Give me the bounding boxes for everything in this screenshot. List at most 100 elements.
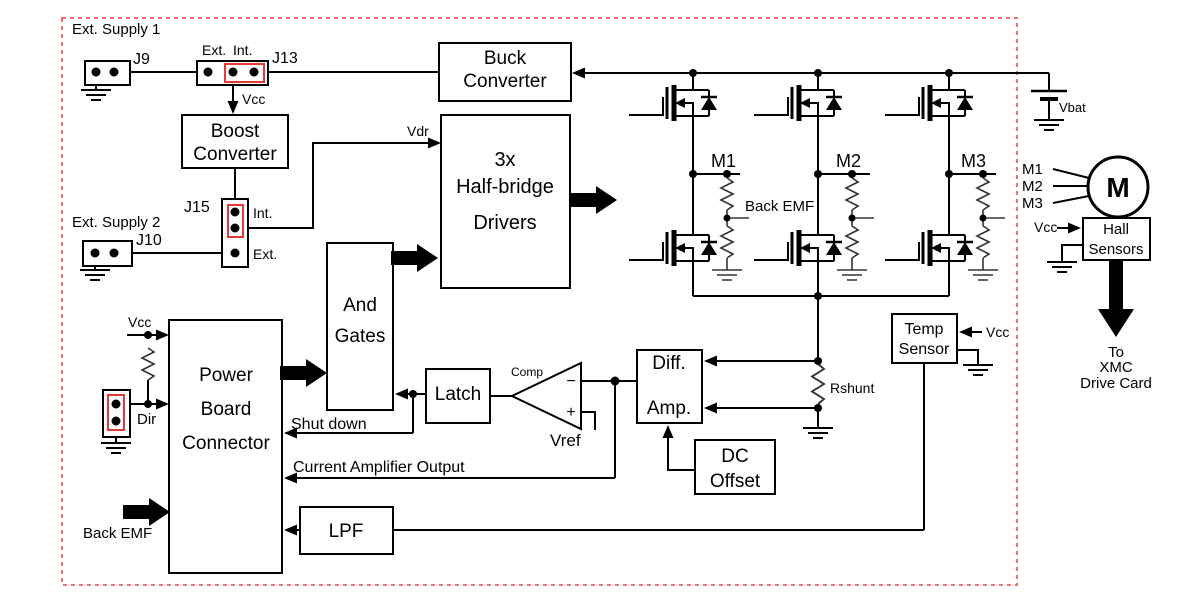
arrowhead — [959, 326, 972, 338]
ground-symbol — [100, 442, 132, 454]
tempsensor-title-line1: Temp — [904, 321, 943, 338]
bus-arrow-hall-to-xmc — [1098, 261, 1134, 337]
back-emf-divider-1 — [712, 174, 749, 280]
mosfet-high-side-1 — [629, 85, 717, 121]
connector-pin — [230, 207, 240, 217]
drivers-title-line3: Drivers — [473, 212, 536, 234]
labels: Ext. Supply 1 J9 Ext. Int. J13 Vcc Boost… — [72, 21, 1152, 542]
and-gates-box — [326, 242, 394, 411]
label-temp-vcc: Vcc — [986, 324, 1009, 340]
motor-symbol: M — [1106, 172, 1129, 203]
connector-pin — [109, 67, 119, 77]
junction-dot — [689, 170, 697, 178]
power-board-connector-box — [168, 319, 283, 574]
connector-pin — [249, 67, 259, 77]
label-dir: Dir — [137, 411, 156, 428]
connector-pin — [91, 67, 101, 77]
arrowhead — [395, 388, 408, 400]
dc-offset-box — [694, 439, 776, 495]
label-j10: J10 — [136, 232, 162, 249]
boost-title-line1: Boost — [211, 121, 260, 142]
label-vref: Vref — [550, 431, 581, 450]
drivers-title-line1: 3x — [494, 149, 515, 171]
comparator-minus: − — [566, 373, 575, 390]
bus-arrow-connector-to-andgates — [280, 359, 327, 387]
connector-pin — [90, 248, 100, 258]
arrowhead — [428, 137, 441, 149]
j15-pin-highlight — [227, 204, 244, 238]
mosfet-low-side-3 — [885, 230, 973, 266]
connector-pin — [111, 399, 121, 409]
andgates-title-line2: Gates — [335, 326, 386, 347]
diffamp-title-line2: Amp. — [647, 398, 691, 419]
junction-dot — [814, 357, 822, 365]
label-phase-m2: M2 — [836, 151, 861, 171]
arrowhead — [704, 355, 717, 367]
label-j13: J13 — [272, 50, 298, 67]
wire — [716, 296, 819, 428]
arrowhead — [156, 329, 169, 341]
label-to-xmc-line3: Drive Card — [1080, 375, 1152, 392]
label-motor-m1: M1 — [1022, 161, 1043, 178]
boost-converter-box — [181, 114, 289, 169]
label-back-emf-input: Back EMF — [83, 525, 152, 542]
label-dir-vcc: Vcc — [128, 314, 151, 330]
junction-dot — [945, 170, 953, 178]
label-rshunt: Rshunt — [830, 380, 874, 396]
board-boundary — [61, 17, 1018, 586]
junction-dot — [409, 390, 417, 398]
bus-arrow-andgates-to-drivers — [391, 244, 438, 272]
label-vdr: Vdr — [407, 123, 429, 139]
label-motor-m3: M3 — [1022, 195, 1043, 212]
ground-symbol — [80, 89, 112, 101]
connector-pin — [111, 416, 121, 426]
junction-dot — [144, 331, 152, 339]
drivers-title-line2: Half-bridge — [456, 176, 554, 198]
diff-amp-box — [636, 349, 703, 424]
wire — [1052, 168, 1090, 262]
temp-sensor-box — [891, 313, 958, 364]
label-phase-m1: M1 — [711, 151, 736, 171]
bus-arrows — [123, 186, 1134, 526]
junction-dot — [814, 292, 822, 300]
mosfet-high-side-3 — [885, 85, 973, 121]
dir-pin-highlight — [107, 394, 125, 431]
wire — [286, 380, 637, 479]
latch-box — [425, 368, 491, 424]
back-emf-divider-2 — [837, 174, 874, 280]
label-to-xmc-line2: XMC — [1099, 359, 1133, 376]
mosfet-low-side-2 — [754, 230, 842, 266]
connector-pin — [228, 67, 238, 77]
junction-dot — [945, 69, 953, 77]
diffamp-title-line1: Diff. — [652, 353, 685, 374]
hall-sensors-box — [1082, 217, 1151, 261]
pullup-resistor — [141, 347, 155, 381]
junction-dot — [848, 170, 856, 178]
junction-dot — [723, 170, 731, 178]
label-hall-vcc: Vcc — [1034, 219, 1057, 235]
label-j13-vcc: Vcc — [242, 91, 265, 107]
junction-dot — [144, 400, 152, 408]
label-ext-supply-2: Ext. Supply 2 — [72, 214, 160, 231]
buck-converter-box — [438, 42, 572, 102]
ground-symbol — [802, 427, 834, 439]
connector-pin — [203, 67, 213, 77]
arrowhead — [1068, 222, 1081, 234]
motor-circle — [1086, 155, 1150, 219]
label-back-emf-tap: Back EMF — [745, 198, 814, 215]
ground-symbol — [1046, 261, 1078, 273]
arrowhead — [662, 425, 674, 438]
comparator-triangle — [509, 361, 582, 431]
bus-arrow-drivers-to-bridge — [570, 186, 617, 214]
label-motor-m2: M2 — [1022, 178, 1043, 195]
label-j13-int: Int. — [233, 42, 252, 58]
arrowhead — [704, 402, 717, 414]
dcoffset-title-line2: Offset — [710, 471, 761, 492]
label-j15-ext: Ext. — [253, 246, 277, 262]
pin-highlights — [107, 63, 265, 431]
label-j15: J15 — [184, 199, 210, 216]
shunt-resistor — [811, 363, 825, 405]
arrowhead — [284, 524, 297, 536]
arrowhead — [227, 101, 239, 114]
blocks — [82, 42, 1151, 574]
